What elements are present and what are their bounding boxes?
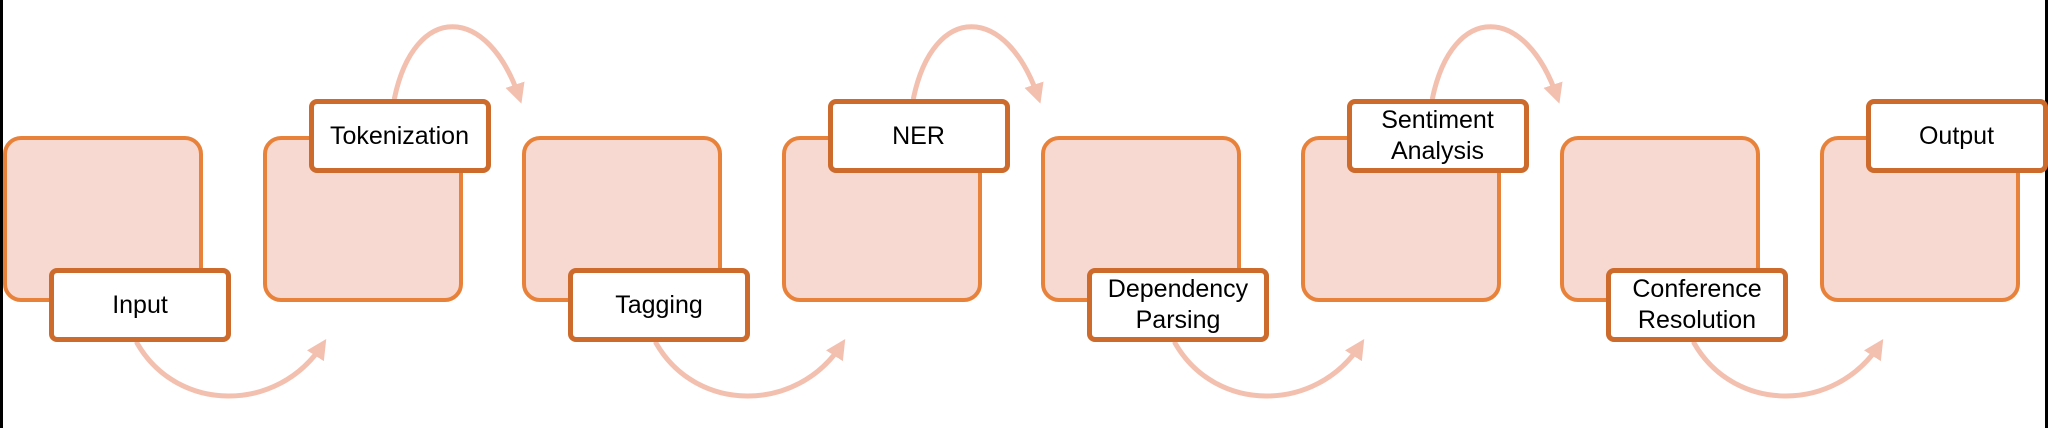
step-label: Output [1865,99,2048,173]
step-label-line: Tagging [615,290,703,319]
step-label: NER [827,99,1010,173]
connector-arrow [1691,338,1884,399]
step-label: Input [49,268,231,342]
connector-arrow [1430,24,1563,104]
step-label-line: Resolution [1637,306,1757,334]
step-label-line: NER [892,121,945,150]
connector-arrow [911,24,1044,104]
connector-arrow [134,338,327,399]
connector-arrow [653,338,846,399]
step-label: Tagging [568,268,750,342]
step-label-line: Conference [1632,275,1762,303]
step-label-line: Input [112,290,168,319]
step-label-line: Output [1918,121,1995,150]
step-label-line: Tokenization [330,121,469,150]
connector-arrow [1172,338,1365,399]
step-label-line: Sentiment [1381,106,1494,134]
step-label-line: Dependency [1107,275,1249,303]
step-label: Tokenization [308,99,491,173]
step-label-line: Analysis [1390,137,1485,165]
connector-arrow [392,24,525,104]
step-label-line: Parsing [1135,306,1221,334]
